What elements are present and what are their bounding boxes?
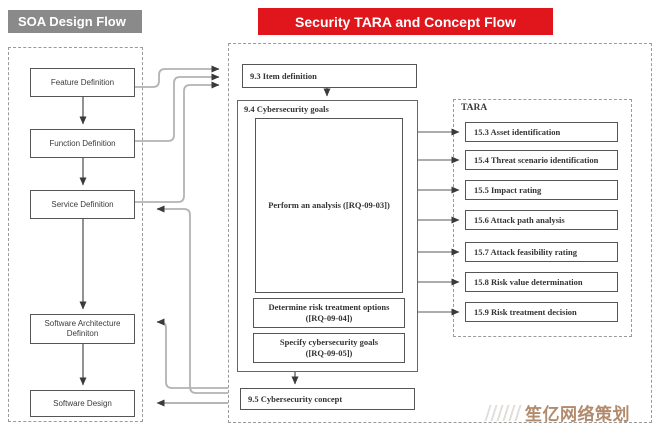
watermark: 笙亿网络策划: [484, 400, 630, 425]
feature-definition-label: Feature Definition: [50, 77, 115, 87]
item-definition-label: 9.3 Item definition: [250, 70, 317, 81]
service-definition-label: Service Definition: [51, 199, 114, 209]
tara-item-asset-identification: 15.3 Asset identification: [465, 122, 618, 142]
feature-definition-box: Feature Definition: [30, 68, 135, 97]
determine-risk-options-label: Determine risk treatment options ([RQ-09…: [268, 302, 390, 323]
specify-goals-box: Specify cybersecurity goals ([RQ-09-05]): [253, 333, 405, 363]
tara-item-label: 15.5 Impact rating: [474, 184, 542, 195]
tara-item-label: 15.4 Threat scenario identification: [474, 154, 599, 165]
tara-item-label: 15.3 Asset identification: [474, 126, 561, 137]
tara-item-label: 15.6 Attack path analysis: [474, 214, 565, 225]
security-tara-header: Security TARA and Concept Flow: [258, 8, 553, 35]
tara-item-impact-rating: 15.5 Impact rating: [465, 180, 618, 200]
return-connectors: [156, 205, 228, 394]
perform-analysis-box: Perform an analysis ([RQ-09-03]): [255, 118, 403, 293]
forward-connectors: [135, 65, 220, 203]
cybersecurity-goals-label: 9.4 Cybersecurity goals: [244, 104, 329, 114]
soa-header-label: SOA Design Flow: [18, 14, 126, 29]
tara-item-label: 15.9 Risk treatment decision: [474, 306, 577, 317]
tara-item-attack-feasibility-rating: 15.7 Attack feasibility rating: [465, 242, 618, 262]
cybersecurity-concept-box: 9.5 Cybersecurity concept: [240, 388, 415, 410]
perform-analysis-label: Perform an analysis ([RQ-09-03]): [268, 200, 390, 211]
tara-header-label: Security TARA and Concept Flow: [295, 13, 516, 30]
software-design-box: Software Design: [30, 390, 135, 417]
software-architecture-definition-box: Software Architecture Definiton: [30, 314, 135, 344]
watermark-text: 笙亿网络策划: [525, 405, 630, 425]
function-definition-box: Function Definition: [30, 129, 135, 158]
cybersecurity-concept-label: 9.5 Cybersecurity concept: [248, 393, 343, 404]
tara-item-risk-treatment-decision: 15.9 Risk treatment decision: [465, 302, 618, 322]
soa-design-flow-header: SOA Design Flow: [8, 10, 142, 33]
watermark-faint-marks: [484, 404, 526, 421]
service-definition-box: Service Definition: [30, 190, 135, 219]
software-design-label: Software Design: [53, 398, 112, 408]
tara-item-risk-value-determination: 15.8 Risk value determination: [465, 272, 618, 292]
function-definition-label: Function Definition: [49, 138, 116, 148]
tara-container-label: TARA: [461, 103, 488, 113]
specify-goals-label: Specify cybersecurity goals ([RQ-09-05]): [279, 337, 379, 358]
determine-risk-options-box: Determine risk treatment options ([RQ-09…: [253, 298, 405, 328]
tara-item-label: 15.8 Risk value determination: [474, 276, 583, 287]
soa-flow-container: [8, 47, 143, 422]
tara-item-label: 15.7 Attack feasibility rating: [474, 246, 577, 257]
tara-item-threat-scenario-identification: 15.4 Threat scenario identification: [465, 150, 618, 170]
concept-flow-container: [228, 43, 652, 423]
tara-item-attack-path-analysis: 15.6 Attack path analysis: [465, 210, 618, 230]
software-architecture-definition-label: Software Architecture Definiton: [44, 319, 121, 338]
item-definition-box: 9.3 Item definition: [242, 64, 417, 88]
